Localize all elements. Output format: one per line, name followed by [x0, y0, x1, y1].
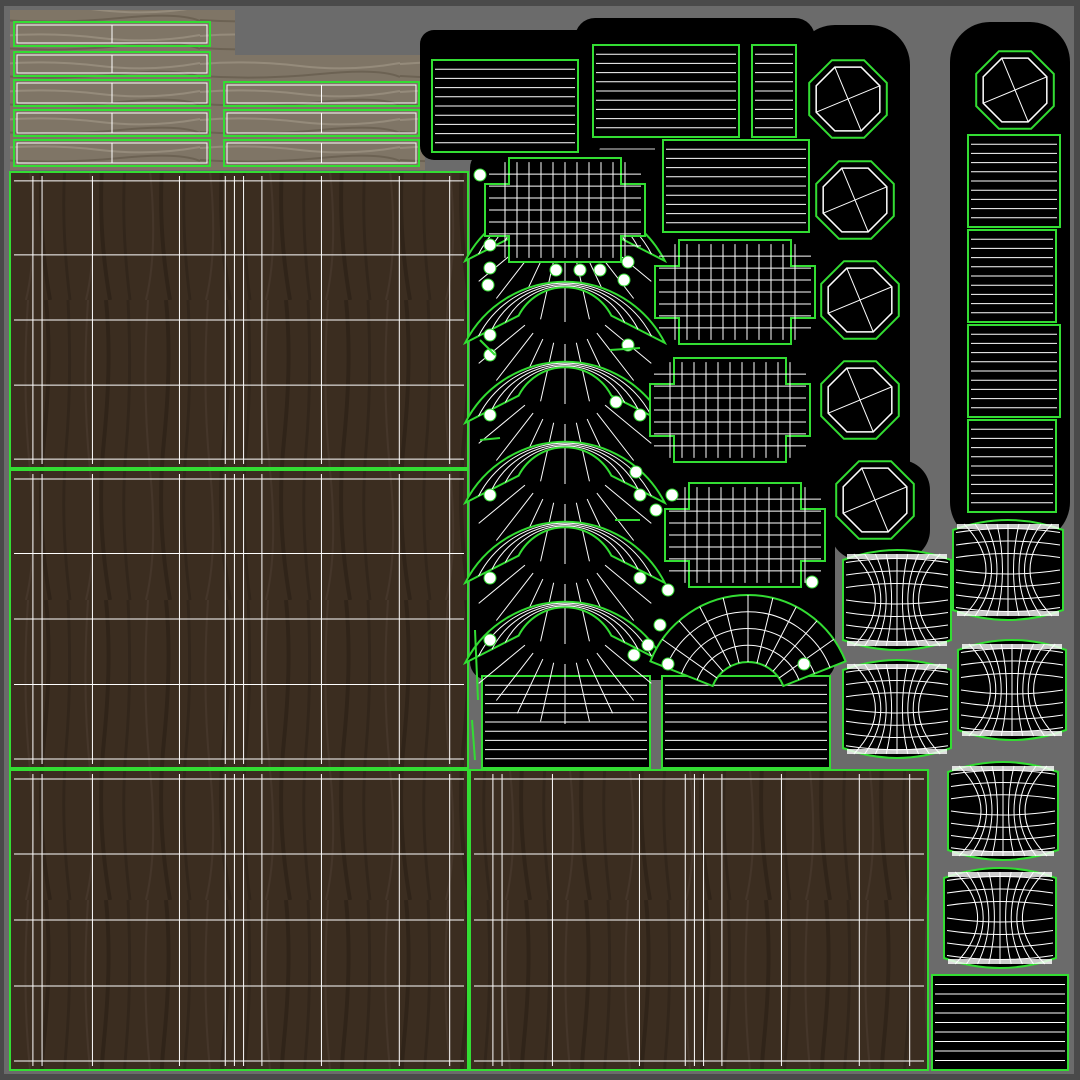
wood-panel — [9, 769, 469, 1071]
small-circle — [661, 583, 675, 597]
small-circle — [549, 263, 563, 277]
warped-cylinder-mesh — [842, 549, 952, 651]
small-circle — [641, 638, 655, 652]
small-circle — [805, 575, 819, 589]
small-circle — [617, 273, 631, 287]
plank-strip — [13, 79, 211, 107]
striped-rectangle — [431, 59, 579, 153]
octagon — [835, 460, 915, 540]
curved-arc-mesh — [462, 600, 668, 724]
striped-rectangle — [662, 139, 810, 233]
small-circle — [653, 618, 667, 632]
plank-strip-group — [13, 21, 420, 167]
octagon — [808, 59, 888, 139]
small-circle — [665, 488, 679, 502]
striped-rectangle — [481, 675, 651, 769]
plank-strip — [13, 109, 211, 137]
striped-rectangle — [967, 324, 1061, 418]
small-circle — [797, 657, 811, 671]
octagon — [820, 260, 900, 340]
wood-panel — [9, 171, 469, 469]
small-circle — [633, 571, 647, 585]
octagon — [975, 50, 1055, 130]
small-circle — [661, 657, 675, 671]
seam-sliver — [474, 629, 479, 701]
small-circle — [483, 633, 497, 647]
cross-mesh-group — [484, 157, 826, 588]
wood-panel — [9, 469, 469, 769]
warped-cylinder-mesh — [947, 761, 1059, 861]
small-circle — [481, 278, 495, 292]
plank-strip — [223, 139, 420, 167]
octagon — [815, 160, 895, 240]
striped-rectangle-group — [431, 44, 1069, 1071]
striped-rectangle — [661, 675, 831, 769]
small-circle — [573, 263, 587, 277]
plank-strip — [13, 51, 211, 77]
octagon — [820, 360, 900, 440]
small-circle — [627, 648, 641, 662]
seam-sliver — [609, 347, 641, 351]
small-circle — [621, 255, 635, 269]
small-circle — [629, 465, 643, 479]
wood-panel — [469, 769, 929, 1071]
striped-rectangle — [967, 229, 1057, 323]
striped-rectangle — [967, 134, 1061, 228]
cross-shaped-mesh — [654, 239, 816, 345]
striped-rectangle — [592, 44, 740, 138]
small-circle — [649, 503, 663, 517]
plank-strip — [223, 109, 420, 137]
cross-shaped-mesh — [664, 482, 826, 588]
plank-strip — [13, 139, 211, 167]
curved-arc-mesh — [462, 520, 668, 644]
small-circle — [473, 168, 487, 182]
striped-rectangle — [931, 974, 1069, 1071]
curved-arc-mesh — [462, 440, 668, 564]
warped-mesh-group — [842, 519, 1067, 969]
small-circle — [483, 408, 497, 422]
plank-strip — [223, 81, 420, 107]
small-circle — [483, 328, 497, 342]
small-circle — [483, 571, 497, 585]
curved-arc-mesh — [462, 360, 668, 484]
wood-panel-group — [9, 171, 929, 1071]
warped-cylinder-mesh — [952, 519, 1064, 621]
seam-sliver — [479, 339, 496, 356]
warped-cylinder-mesh — [957, 639, 1067, 741]
small-circle — [633, 408, 647, 422]
small-circle — [609, 395, 623, 409]
curved-arc-mesh — [649, 593, 847, 688]
cross-shaped-mesh — [484, 157, 646, 263]
warped-cylinder-mesh — [842, 659, 952, 759]
warped-cylinder-mesh — [943, 867, 1057, 969]
cross-shaped-mesh — [649, 357, 811, 463]
small-circle-group — [471, 168, 819, 761]
plank-strip — [13, 21, 211, 47]
small-circle — [483, 488, 497, 502]
small-circle — [593, 263, 607, 277]
seam-sliver — [479, 437, 501, 441]
small-circle — [483, 261, 497, 275]
striped-rectangle — [751, 44, 797, 138]
seam-sliver — [471, 719, 476, 761]
small-circle — [633, 488, 647, 502]
striped-rectangle — [967, 419, 1057, 513]
octagon-group — [808, 50, 1055, 540]
small-circle — [483, 238, 497, 252]
